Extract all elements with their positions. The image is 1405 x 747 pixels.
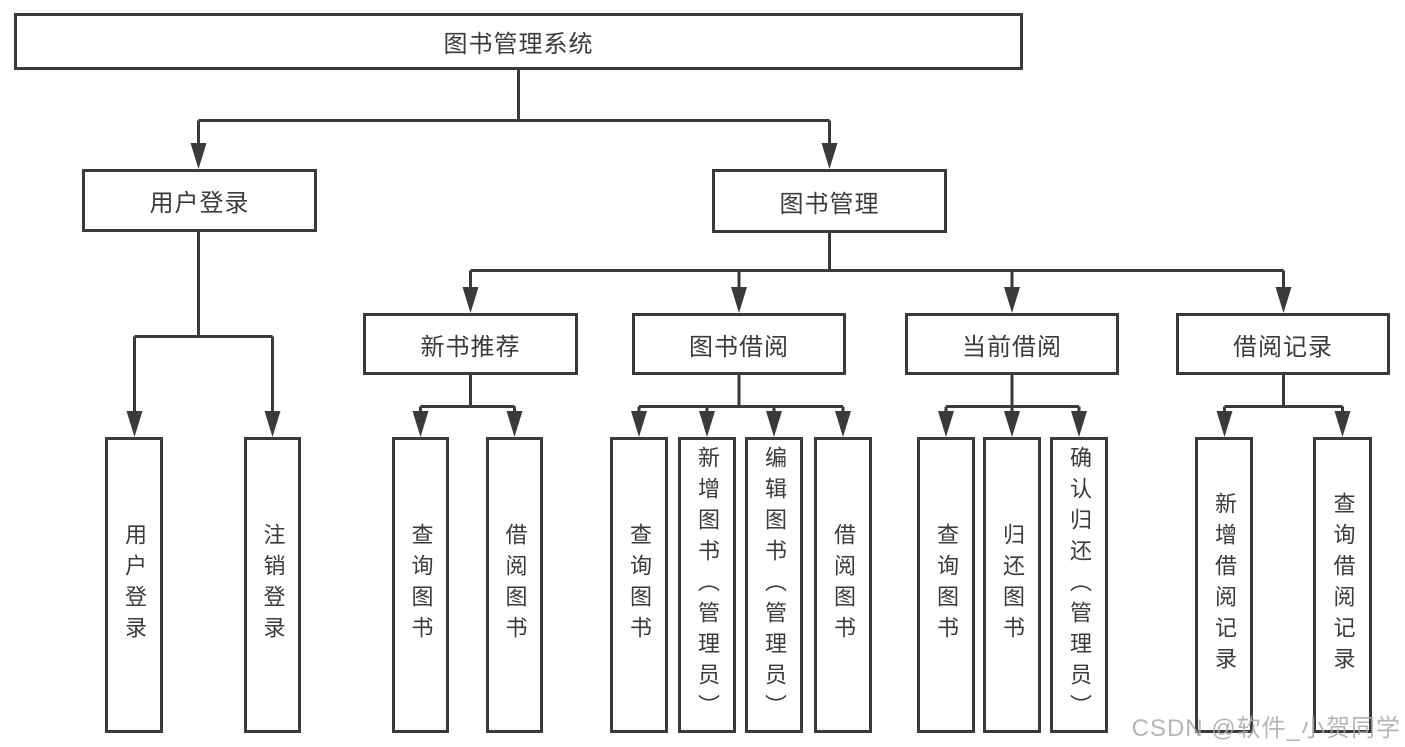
node-book-management-label: 图书管理 xyxy=(779,190,880,218)
leaf-recommend-query-books: 查询图书 xyxy=(392,437,449,733)
node-current-borrow: 当前借阅 xyxy=(905,313,1119,375)
leaf-current-confirm-return-admin: 确认归还（管理员） xyxy=(1050,437,1108,733)
leaf-borrow-add-books-admin: 新增图书（管理员） xyxy=(678,437,736,733)
leaf-current-return-books-label: 归还图书 xyxy=(1000,523,1025,647)
csdn-watermark: CSDN @软件_小贺同学 xyxy=(1131,715,1401,742)
leaf-recommend-query-books-label: 查询图书 xyxy=(408,523,434,647)
leaf-records-add-record: 新增借阅记录 xyxy=(1195,437,1253,733)
leaf-records-query-record-label: 查询借阅记录 xyxy=(1330,492,1356,678)
node-user-login-label: 用户登录 xyxy=(149,190,250,217)
node-book-borrow-label: 图书借阅 xyxy=(689,333,789,361)
leaf-recommend-borrow-books: 借阅图书 xyxy=(486,437,543,733)
leaf-borrow-borrow-books: 借阅图书 xyxy=(814,437,872,733)
leaf-current-query-books: 查询图书 xyxy=(917,437,975,733)
node-book-borrow: 图书借阅 xyxy=(632,313,846,375)
node-current-borrow-label: 当前借阅 xyxy=(962,333,1062,361)
leaf-current-query-books-label: 查询图书 xyxy=(934,523,959,647)
leaf-current-confirm-return-admin-label: 确认归还（管理员） xyxy=(1067,445,1092,725)
node-new-book-recommend: 新书推荐 xyxy=(363,313,578,375)
leaf-borrow-edit-books-admin: 编辑图书（管理员） xyxy=(745,437,803,733)
node-book-management: 图书管理 xyxy=(712,169,947,233)
leaf-borrow-edit-books-admin-label: 编辑图书（管理员） xyxy=(762,445,787,725)
node-borrow-records: 借阅记录 xyxy=(1176,313,1390,375)
leaf-recommend-borrow-books-label: 借阅图书 xyxy=(502,523,528,647)
leaf-records-query-record: 查询借阅记录 xyxy=(1313,437,1372,733)
leaf-borrow-query-books-label: 查询图书 xyxy=(627,523,652,647)
leaf-current-return-books: 归还图书 xyxy=(983,437,1041,733)
leaf-user-login: 用户登录 xyxy=(105,437,163,733)
node-new-book-recommend-label: 新书推荐 xyxy=(420,333,521,361)
node-root-label: 图书管理系统 xyxy=(443,31,594,58)
leaf-logout: 注销登录 xyxy=(244,437,301,733)
leaf-logout-label: 注销登录 xyxy=(260,523,286,647)
node-borrow-records-label: 借阅记录 xyxy=(1233,333,1333,361)
leaf-borrow-borrow-books-label: 借阅图书 xyxy=(831,523,856,647)
leaf-user-login-label: 用户登录 xyxy=(122,523,147,647)
node-root: 图书管理系统 xyxy=(14,13,1023,70)
leaf-records-add-record-label: 新增借阅记录 xyxy=(1212,492,1237,678)
node-user-login: 用户登录 xyxy=(82,169,317,232)
leaf-borrow-add-books-admin-label: 新增图书（管理员） xyxy=(695,445,720,725)
leaf-borrow-query-books: 查询图书 xyxy=(610,437,668,733)
